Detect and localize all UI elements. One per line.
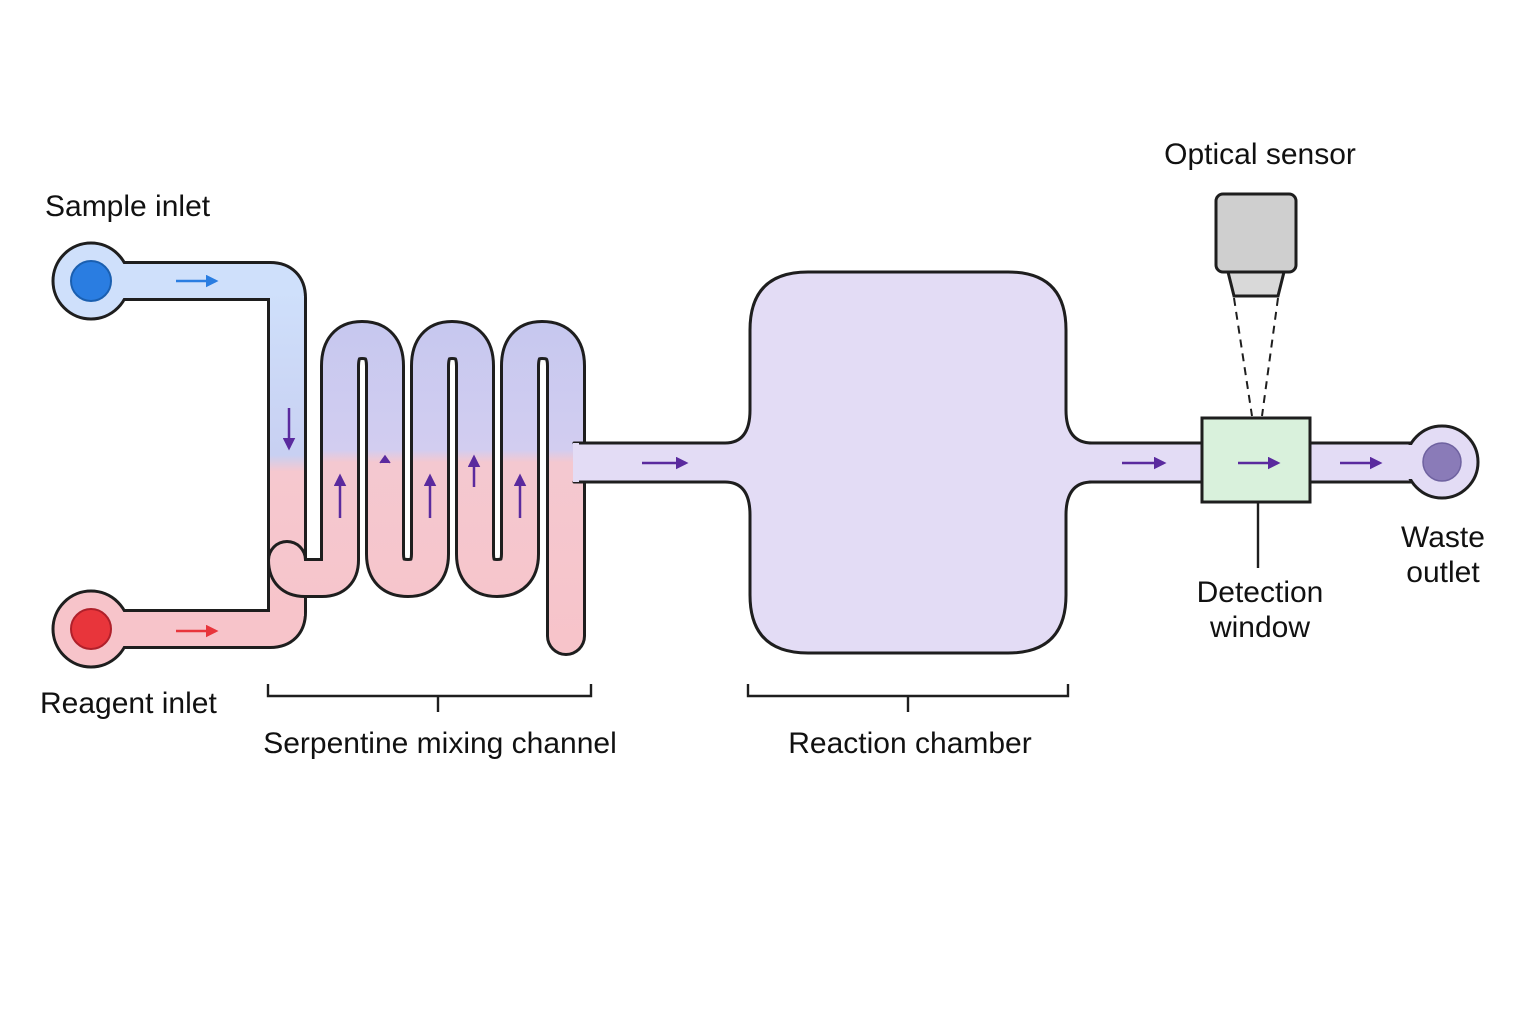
serpentine-mixing-channel [267,320,586,656]
reaction-chamber [723,270,1094,655]
reagent-inlet-label: Reagent inlet [40,687,217,720]
reaction-chamber-label: Reaction chamber [788,727,1031,760]
optical-sensor-label: Optical sensor [1164,138,1356,171]
sensor-lens [1226,270,1286,298]
optical-sensor [1214,192,1298,417]
detection-window-label-line2: window [1209,611,1310,644]
serpentine-label: Serpentine mixing channel [263,727,617,760]
flow-arrows [176,274,1383,638]
waste-outlet-port [1400,424,1480,500]
sample-inlet-channel [90,261,307,470]
sample-inlet-label: Sample inlet [45,190,211,223]
sensor-body [1214,192,1298,274]
sensor-beam-left [1233,297,1253,417]
waste-outlet-label-line2: outlet [1406,556,1480,589]
detection-window-label-line1: Detection [1197,576,1324,609]
sample-inlet-port [51,241,132,321]
reagent-inlet-port [51,589,132,669]
reaction-chamber-bracket [746,684,1070,712]
flow-arrow-caret [379,454,391,464]
detection-window [1200,416,1312,568]
waste-outlet-label-line1: Waste [1401,521,1485,554]
reagent-inlet-channel [90,296,307,649]
sensor-beam-right [1261,297,1279,417]
serpentine-bracket [266,684,593,712]
